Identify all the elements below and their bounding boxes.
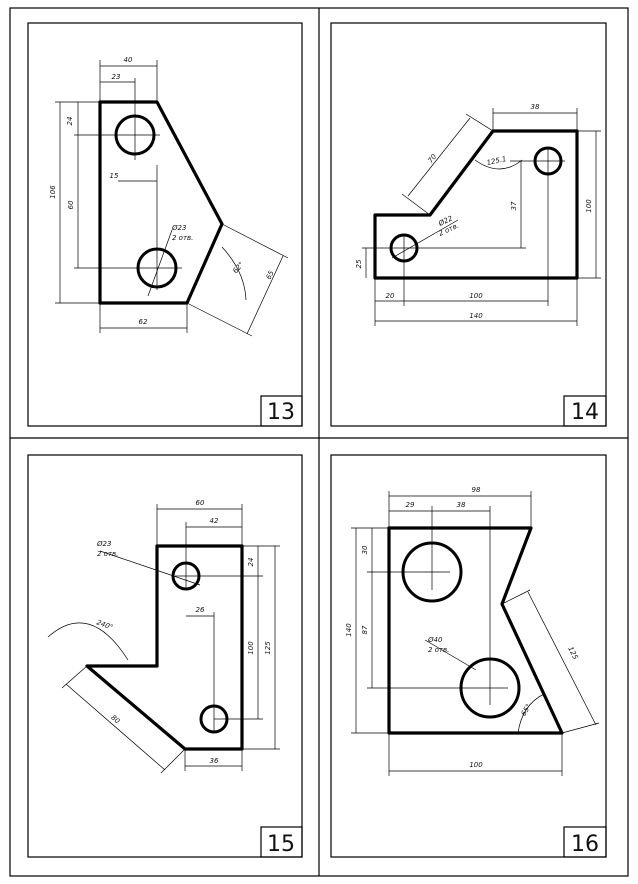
sheet-14-number: 14: [571, 400, 599, 425]
dim-16-right-diag-line: [527, 591, 597, 726]
dim-13-angle: 62°: [231, 260, 245, 275]
sheet-14-border: [330, 22, 607, 427]
dim-15-angle: 240°: [95, 618, 114, 631]
sheet-16-number-box: [563, 826, 607, 858]
dim-15-right-outer: 125: [264, 641, 272, 655]
angle-16-arc: [517, 693, 545, 734]
sheet-13-number-box: [260, 395, 303, 427]
dim-14-bottom-b: 100: [469, 292, 483, 300]
ext-16-j: [561, 722, 600, 734]
leader-14-hole: [391, 219, 459, 259]
dim-16-angle: 65°: [520, 703, 533, 718]
dim-16-top-b: 38: [457, 501, 466, 509]
angle-15-arc: [47, 622, 129, 661]
dim-16-left-outer: 140: [345, 623, 353, 637]
hole-15-diameter: Ø23: [96, 540, 111, 548]
dim-16-top-outer: 98: [472, 486, 481, 494]
dim-15-top-outer: 60: [196, 499, 205, 507]
dim-15-right-inner: 100: [247, 641, 255, 655]
dim-14-angle: 125.1: [486, 155, 507, 167]
dim-15-diag-line: [65, 683, 166, 771]
dim-14-bottom-a: 20: [386, 292, 395, 300]
dim-14-top: 38: [531, 103, 540, 111]
sheet-16: 16 98 29 38 30 87 140 125 65° 100: [330, 454, 607, 858]
dim-13-bottom: 62: [139, 318, 148, 326]
ext-15-l: [160, 748, 186, 774]
ext-14-d: [465, 113, 494, 132]
part-16-outline: [387, 526, 564, 735]
dim-13-top-inner: 23: [112, 73, 121, 81]
hole-15-count: 2 отв.: [97, 550, 118, 558]
dim-15-bottom: 36: [210, 757, 219, 765]
sheet-14: 14 38 70 125.1 37 100 25 20 100: [330, 22, 607, 427]
ext-13-l: [186, 302, 253, 337]
dim-14-diag-line: [407, 117, 471, 197]
ext-15-k: [61, 665, 88, 689]
sheet-14-number-box: [563, 395, 607, 427]
leader-15-hole: [99, 550, 201, 586]
dim-13-mid: 15: [110, 172, 119, 180]
sheet-13-border: [27, 22, 303, 427]
ext-14-c: [401, 193, 431, 216]
dim-13-top-outer: 40: [124, 56, 133, 64]
leader-13-hole: [147, 229, 173, 297]
sheet-16-number: 16: [571, 832, 599, 857]
hole-13-count: 2 отв.: [172, 234, 193, 242]
sheet-15-border: [27, 454, 303, 858]
dim-15-top-inner: 42: [210, 517, 219, 525]
ext-13-k: [221, 223, 289, 259]
part-13-outline: [98, 100, 224, 305]
sheet-15-number: 15: [267, 832, 295, 857]
angle-13-arc: [221, 246, 247, 301]
sheet-15-number-box: [260, 826, 303, 858]
dim-13-left-outer: 106: [49, 185, 57, 199]
dim-16-top-a: 29: [406, 501, 415, 509]
dim-14-diag: 70: [427, 152, 439, 164]
sheet-15: 15 60 42 24 100 125 26 36 240° 80: [27, 454, 303, 858]
hole-16-diameter: Ø40: [427, 636, 443, 644]
sheet-16-border: [330, 454, 607, 858]
dim-14-mid-vert: 37: [510, 201, 518, 210]
dim-15-mid: 26: [196, 606, 205, 614]
dim-16-bottom: 100: [469, 761, 483, 769]
dim-16-right-diag: 125: [566, 645, 579, 661]
hole-16-count: 2 отв.: [428, 646, 449, 654]
dim-13-left-inner: 60: [67, 200, 75, 209]
sheet-13: 13 40 23 24 106 60 15 62 65 62°: [27, 22, 303, 427]
angle-14-arc: [474, 159, 523, 170]
hole-13-diameter: Ø23: [171, 224, 186, 232]
dim-15-right-small: 24: [247, 558, 255, 567]
sheet-13-number: 13: [267, 400, 295, 425]
dim-13-right-long-line: [246, 255, 284, 335]
dim-16-left-inner: 87: [361, 625, 369, 634]
ext-16-i: [501, 589, 531, 605]
dim-13-right-long: 65: [265, 269, 276, 281]
leader-16-hole: [424, 639, 477, 671]
dim-16-left-small: 30: [361, 545, 369, 554]
dim-14-bottom-total: 140: [469, 312, 483, 320]
dim-14-right: 100: [585, 199, 593, 213]
dim-14-left-small: 25: [355, 259, 363, 268]
dim-13-left-small: 24: [66, 117, 74, 126]
dim-15-diag: 80: [109, 714, 121, 726]
